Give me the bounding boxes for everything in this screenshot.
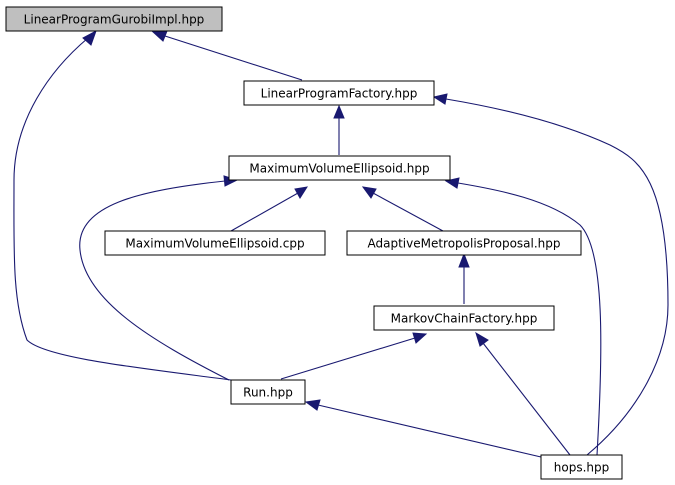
arrowhead-hops-to-run [304,399,321,411]
arrowhead-lpfactory-to-gurobi [150,30,168,42]
edge-hops-to-mve [457,182,602,456]
node-label: MarkovChainFactory.hpp [391,312,538,326]
node-label: MaximumVolumeEllipsoid.hpp [249,162,429,176]
node-label: AdaptiveMetropolisProposal.hpp [367,237,560,251]
arrowhead-mve-to-lpfactory [333,104,345,119]
node-label: MaximumVolumeEllipsoid.cpp [125,237,304,251]
edge-hops-to-run [317,404,542,458]
node-box [228,155,451,181]
node-linear-program-factory[interactable]: LinearProgramFactory.hpp [243,80,435,106]
node-box [243,80,435,106]
node-adaptive-metropolis-proposal[interactable]: AdaptiveMetropolisProposal.hpp [346,230,582,256]
edge-amp-to-mve [372,192,444,232]
node-box [5,6,223,32]
node-label: Run.hpp [243,386,293,400]
edge-run-to-gurobi [13,37,232,381]
edge-hops-to-lpfactory [445,98,669,456]
node-maximum-volume-ellipsoid-cpp[interactable]: MaximumVolumeEllipsoid.cpp [104,230,326,256]
edge-run-to-mcfactory [280,337,416,380]
node-maximum-volume-ellipsoid-hpp[interactable]: MaximumVolumeEllipsoid.hpp [228,155,451,181]
node-box [540,454,623,480]
nodes: LinearProgramGurobiImpl.hpp LinearProgra… [5,6,623,480]
node-box [230,379,306,405]
arrowhead-hops-to-mcfactory [475,331,489,347]
arrowhead-run-to-gurobi [82,29,97,46]
node-label: LinearProgramGurobiImpl.hpp [24,13,205,27]
node-label: LinearProgramFactory.hpp [261,87,418,101]
node-hops-hpp[interactable]: hops.hpp [540,454,623,480]
node-box [346,230,582,256]
node-box [104,230,326,256]
node-label: hops.hpp [554,461,609,475]
arrowhead-run-to-mcfactory [412,332,428,344]
edge-hops-to-mcfactory [482,342,571,456]
arrowhead-hops-to-lpfactory [432,93,448,105]
node-linear-program-gurobi-impl[interactable]: LinearProgramGurobiImpl.hpp [5,6,223,32]
node-run-hpp[interactable]: Run.hpp [230,379,306,405]
arrowhead-mcfactory-to-amp [458,252,470,268]
edge-mvecpp-to-mve [230,192,299,232]
node-markov-chain-factory[interactable]: MarkovChainFactory.hpp [373,305,555,331]
node-box [373,305,555,331]
edge-lpfactory-to-gurobi [164,35,303,81]
arrowhead-mvecpp-to-mve [294,186,309,199]
edge-run-to-mve [79,180,230,381]
arrowhead-amp-to-mve [361,186,377,199]
